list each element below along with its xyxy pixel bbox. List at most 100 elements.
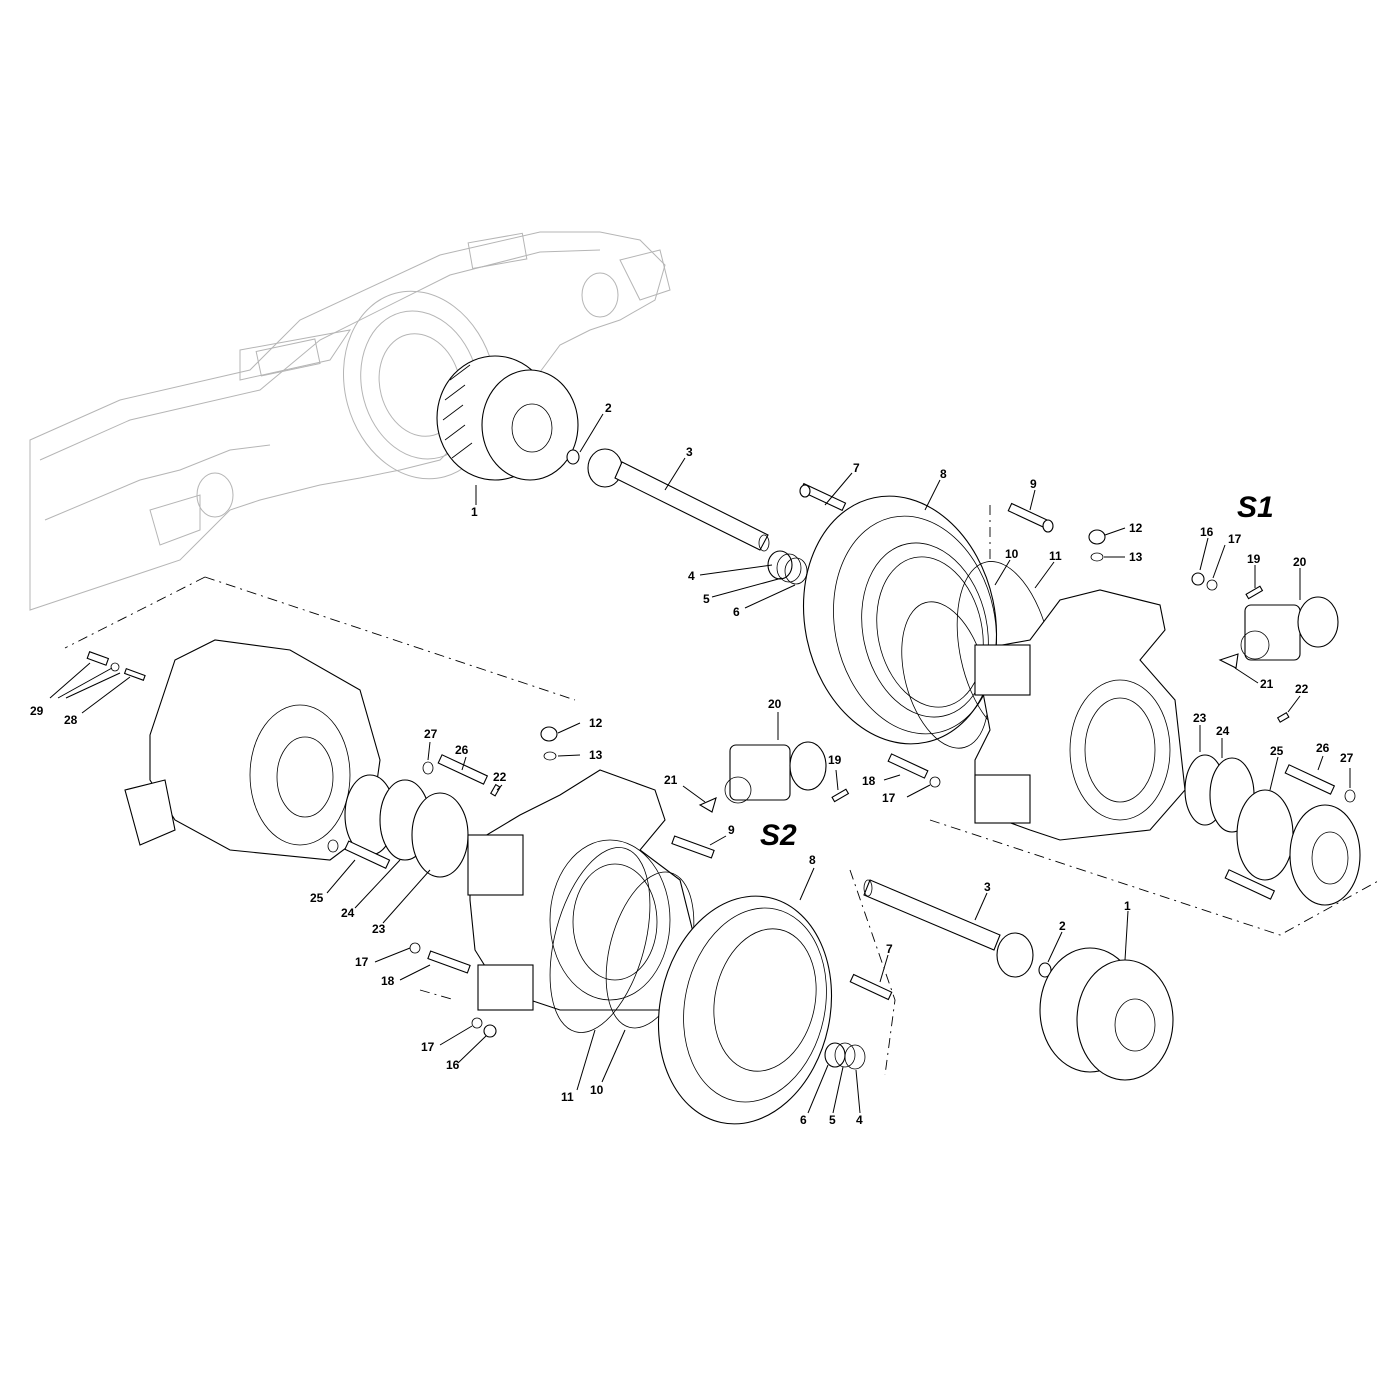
callout-22-s2: 22 xyxy=(493,770,507,784)
callout-20-s2: 20 xyxy=(768,697,782,711)
callout-12-s2: 12 xyxy=(589,716,603,730)
bleeder-part-22-s2 xyxy=(490,783,501,797)
thrust-washer-part-2-s2 xyxy=(1038,962,1052,978)
callout-25-s2: 25 xyxy=(310,891,324,905)
callout-19: 19 xyxy=(1247,552,1261,566)
planetary-carrier-part-1-s2 xyxy=(1039,947,1174,1081)
callout-20: 20 xyxy=(1293,555,1307,569)
bolt-part-7 xyxy=(799,482,847,512)
callouts-s1: 1 2 3 4 5 6 7 8 9 10 11 12 13 16 17 19 2… xyxy=(471,401,1354,805)
callout-16: 16 xyxy=(1200,525,1214,539)
washer-part-17-s2 xyxy=(409,942,421,954)
callout-17c-s2: 17 xyxy=(421,1040,435,1054)
brake-actuator-part-20 xyxy=(1240,596,1339,661)
callout-17-s2: 17 xyxy=(355,955,369,969)
callout-18: 18 xyxy=(862,774,876,788)
steering-knuckle-s1 xyxy=(974,589,1186,841)
bolt-part-7-s2 xyxy=(849,973,893,1001)
callout-27-s2: 27 xyxy=(424,727,438,741)
callout-24-s2: 24 xyxy=(341,906,355,920)
washer-part-17 xyxy=(1206,579,1218,591)
callout-8-s2: 8 xyxy=(809,853,816,867)
callout-29: 29 xyxy=(30,704,44,718)
pin-part-26-lower xyxy=(1224,869,1276,900)
callout-21-s2: 21 xyxy=(664,773,678,787)
ring-gear-hub-part-8 xyxy=(802,495,998,745)
section-label-s1: S1 xyxy=(1237,491,1274,524)
seal-ring-part-13 xyxy=(1090,552,1104,562)
brake-pack-s2-parts-23-24-25 xyxy=(344,774,469,878)
callout-1-s2: 1 xyxy=(1124,899,1131,913)
callout-12: 12 xyxy=(1129,521,1143,535)
callout-24: 24 xyxy=(1216,724,1230,738)
s1-assembly xyxy=(436,355,1381,936)
callout-9: 9 xyxy=(1030,477,1037,491)
brake-actuator-part-20-s2 xyxy=(724,741,827,804)
callout-18-s2: 18 xyxy=(381,974,395,988)
pin-part-26-s2 xyxy=(437,754,489,785)
callout-3: 3 xyxy=(686,445,693,459)
callout-16-s2: 16 xyxy=(446,1058,460,1072)
washer-part-29 xyxy=(110,662,120,672)
stud-part-29 xyxy=(86,651,110,666)
callout-11-s2: 11 xyxy=(561,1090,574,1104)
ring-part-27 xyxy=(1344,789,1356,803)
callout-9-s2: 9 xyxy=(728,823,735,837)
callout-17: 17 xyxy=(1228,532,1242,546)
circlip-set-parts-4-5-6 xyxy=(767,550,808,585)
callout-28: 28 xyxy=(64,713,78,727)
callout-10-s2: 10 xyxy=(590,1083,604,1097)
ring-part-27-s2 xyxy=(422,761,434,775)
callout-26: 26 xyxy=(1316,741,1330,755)
callout-19-s2: 19 xyxy=(828,753,842,767)
ring-gear-hub-part-8-s2 xyxy=(657,895,833,1125)
callout-23-s2: 23 xyxy=(372,922,386,936)
ring-part-27-s2-lower xyxy=(327,839,339,853)
callout-13-s2: 13 xyxy=(589,748,603,762)
callout-3-s2: 3 xyxy=(984,880,991,894)
steering-knuckle-s2 xyxy=(467,769,701,1011)
brake-pack-s1-parts-23-24-25 xyxy=(1184,754,1361,906)
callout-6-s2: 6 xyxy=(800,1113,807,1127)
callout-11: 11 xyxy=(1049,549,1062,563)
callout-7: 7 xyxy=(853,461,860,475)
seal-ring-part-13-s2 xyxy=(543,751,557,761)
screw-part-19 xyxy=(1245,585,1264,600)
fitting-part-21-s2 xyxy=(698,797,717,813)
callout-5-s2: 5 xyxy=(829,1113,836,1127)
callout-1: 1 xyxy=(471,505,478,519)
s2-assembly xyxy=(64,576,1174,1125)
sun-gear-shaft-part-3 xyxy=(587,448,770,552)
callout-22: 22 xyxy=(1295,682,1309,696)
leader-lines xyxy=(49,413,1351,1114)
washer-part-17-s2-lower xyxy=(471,1017,483,1029)
pin-part-28 xyxy=(123,667,146,681)
nut-part-16-s2 xyxy=(483,1024,497,1038)
bleeder-part-22 xyxy=(1276,712,1290,723)
axle-housing-ghost xyxy=(29,231,671,611)
nut-part-16 xyxy=(1191,572,1205,586)
bolt-part-18 xyxy=(887,753,929,779)
circlip-set-parts-4-5-6-s2 xyxy=(824,1042,866,1070)
differential-housing xyxy=(124,639,381,861)
section-label-s2: S2 xyxy=(760,819,797,852)
callout-26-s2: 26 xyxy=(455,743,469,757)
fitting-part-21 xyxy=(1218,653,1239,669)
callout-7-s2: 7 xyxy=(886,942,893,956)
thrust-washer-part-2 xyxy=(566,449,580,465)
bolt-part-9-s2 xyxy=(671,835,715,859)
callouts-s2: 29 28 27 26 22 12 13 20 21 19 9 25 24 23… xyxy=(30,697,1131,1127)
callout-21: 21 xyxy=(1260,677,1274,691)
washer-part-17-lower xyxy=(929,776,941,788)
callout-27: 27 xyxy=(1340,751,1354,765)
callout-2-s2: 2 xyxy=(1059,919,1066,933)
callout-4: 4 xyxy=(688,569,695,583)
callout-8: 8 xyxy=(940,467,947,481)
bolt-part-9 xyxy=(1007,502,1054,533)
pin-part-26 xyxy=(1284,764,1336,795)
planetary-carrier-part-1 xyxy=(436,355,579,481)
callout-4-s2: 4 xyxy=(856,1113,863,1127)
callout-6: 6 xyxy=(733,605,740,619)
